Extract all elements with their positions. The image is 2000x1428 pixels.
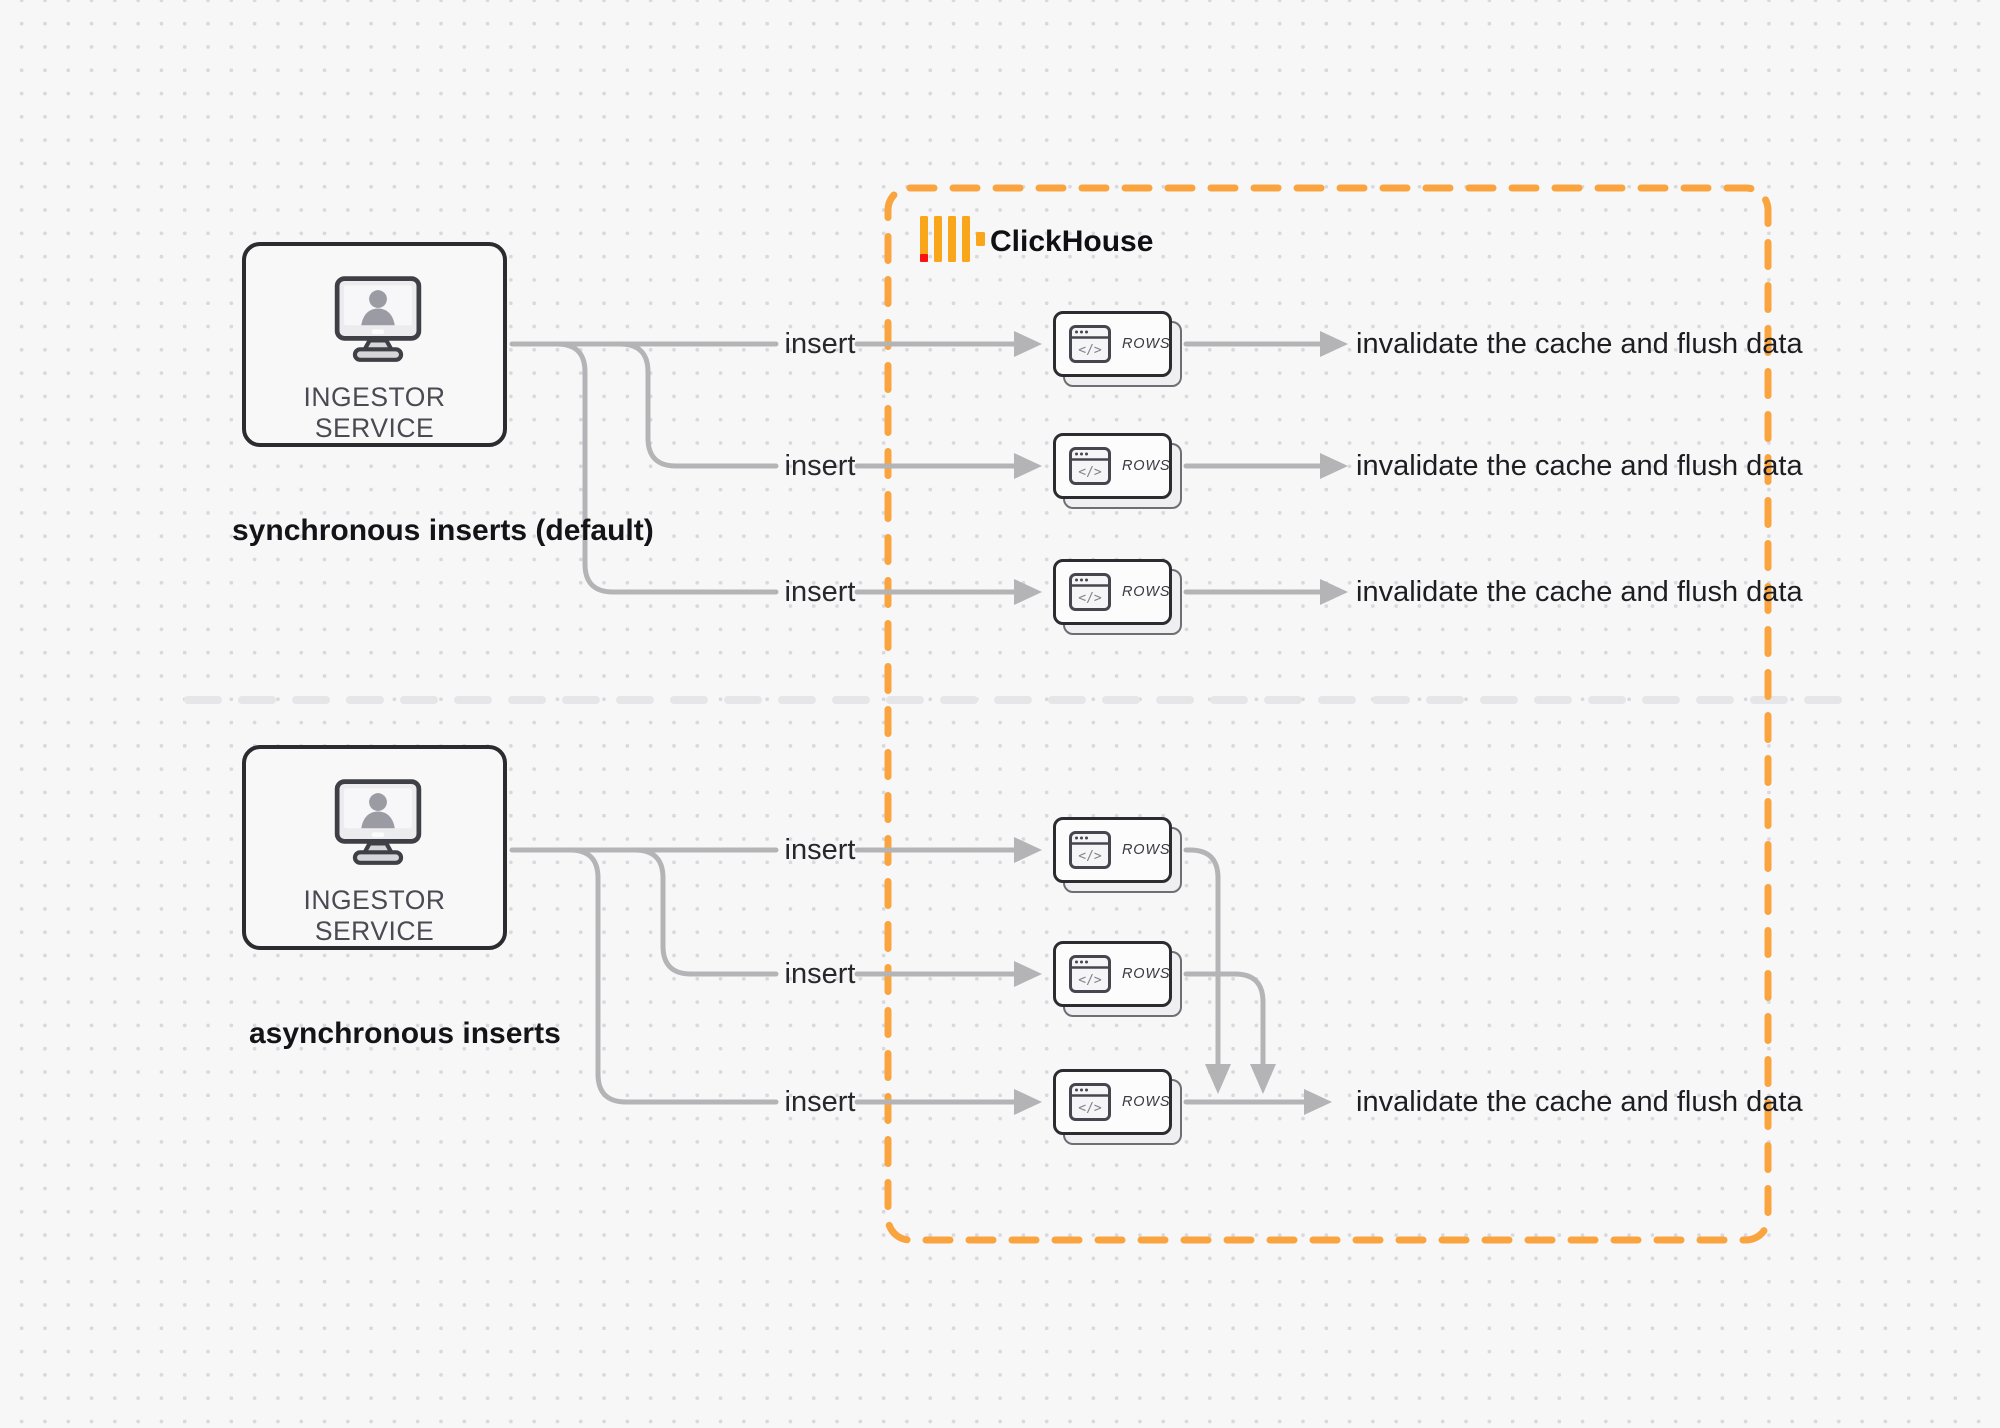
async-branch-row3 [567,847,779,1105]
svg-text:</>: </> [1078,343,1102,358]
insert-label-sync-2: insert [784,450,856,482]
rows-table-card-sync-2: </> ROWS [1053,433,1183,511]
ingestor-service-label: INGESTOR SERVICE [303,382,446,443]
card-face: </> ROWS [1053,941,1172,1007]
logo-small-bar [976,232,985,246]
monitor-user-icon [334,276,422,362]
svg-text:</>: </> [1078,465,1102,480]
sync-branch-row3 [554,341,779,595]
card-face: </> ROWS [1053,311,1172,377]
rows-label: ROWS [1122,458,1171,474]
rows-table-card-async-2: </> ROWS [1053,941,1183,1019]
gray-connectors [509,341,1323,1105]
rows-label: ROWS [1122,584,1171,600]
logo-red-accent [920,254,928,262]
arrowhead-right-icon [1304,1089,1332,1115]
insert-label-async-3: insert [784,1086,856,1118]
svg-text:</>: </> [1078,1101,1102,1116]
arrowhead-right-icon [1014,331,1042,357]
invalidate-label-sync-1: invalidate the cache and flush data [1356,328,1803,360]
arrowhead-down-icon [1205,1064,1231,1094]
arrowhead-right-icon [1320,579,1348,605]
arrowhead-right-icon [1014,961,1042,987]
code-window-icon: </> [1069,447,1111,485]
svg-text:</>: </> [1078,591,1102,606]
card-face: </> ROWS [1053,817,1172,883]
code-window-icon: </> [1069,573,1111,611]
sync-section-caption: synchronous inserts (default) [232,514,654,547]
rows-table-card-async-3: </> ROWS [1053,1069,1183,1147]
code-window-icon: </> [1069,831,1111,869]
async-converge-line-2 [1183,971,1266,1067]
logo-bar [962,216,970,262]
insert-label-async-1: insert [784,834,856,866]
async-branch-row2 [632,847,779,977]
monitor-user-icon [334,779,422,865]
insert-label-sync-3: insert [784,576,856,608]
clickhouse-dashed-boundary [884,184,1772,1244]
logo-bar [934,216,942,262]
rows-label: ROWS [1122,336,1171,352]
arrowhead-right-icon [1014,579,1042,605]
card-face: </> ROWS [1053,433,1172,499]
rows-table-card-sync-3: </> ROWS [1053,559,1183,637]
rows-table-card-async-1: </> ROWS [1053,817,1183,895]
invalidate-label-async: invalidate the cache and flush data [1356,1086,1803,1118]
async-section-caption: asynchronous inserts [249,1017,561,1050]
code-window-icon: </> [1069,325,1111,363]
code-window-icon: </> [1069,955,1111,993]
svg-text:</>: </> [1078,849,1102,864]
ingestor-service-box-sync: INGESTOR SERVICE [242,242,507,447]
invalidate-label-sync-3: invalidate the cache and flush data [1356,576,1803,608]
arrowhead-right-icon [1014,1089,1042,1115]
clickhouse-bars-logo [920,216,990,264]
card-face: </> ROWS [1053,1069,1172,1135]
arrowhead-right-icon [1320,331,1348,357]
code-window-icon: </> [1069,1083,1111,1121]
async-converge-line-1 [1183,847,1221,1067]
rows-label: ROWS [1122,966,1171,982]
insert-label-async-2: insert [784,958,856,990]
svg-text:</>: </> [1078,973,1102,988]
ingestor-service-label: INGESTOR SERVICE [303,885,446,946]
sync-branch-row2 [617,341,779,469]
arrowhead-right-icon [1014,837,1042,863]
arrowhead-right-icon [1014,453,1042,479]
rows-label: ROWS [1122,1094,1171,1110]
ingestor-service-box-async: INGESTOR SERVICE [242,745,507,950]
invalidate-label-sync-2: invalidate the cache and flush data [1356,450,1803,482]
clickhouse-label: ClickHouse [990,225,1154,258]
logo-bar [948,216,956,262]
rows-label: ROWS [1122,842,1171,858]
arrowheads [1014,331,1348,1115]
card-face: </> ROWS [1053,559,1172,625]
logo-bar [920,216,928,262]
arrowhead-down-icon [1250,1064,1276,1094]
rows-table-card-sync-1: </> ROWS [1053,311,1183,389]
insert-label-sync-1: insert [784,328,856,360]
arrowhead-right-icon [1320,453,1348,479]
